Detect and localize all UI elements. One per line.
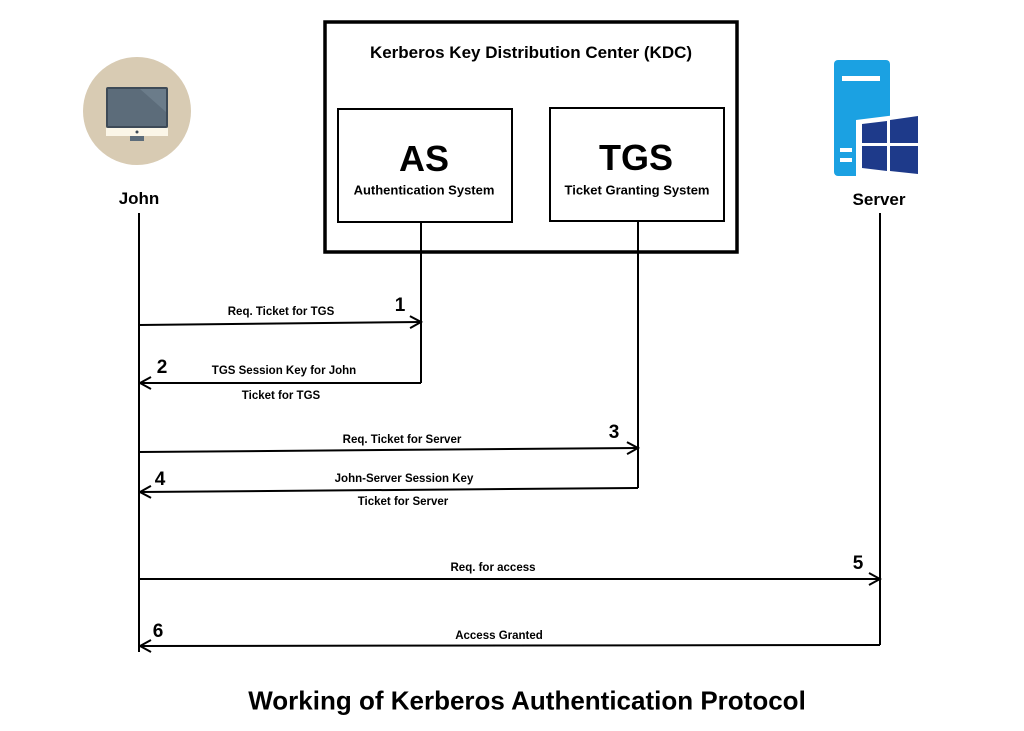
- client-label: John: [118, 189, 160, 208]
- kdc-title: Kerberos Key Distribution Center (KDC): [369, 43, 693, 62]
- step-2-label: TGS Session Key for John: [211, 365, 357, 377]
- step-6-label: Access Granted: [455, 630, 543, 642]
- as-abbr: AS: [398, 138, 450, 179]
- arrow-4: [140, 488, 639, 492]
- step-2-sublabel: Ticket for TGS: [241, 390, 321, 402]
- step-4-label: John-Server Session Key: [334, 473, 474, 485]
- arrow-6: [140, 645, 881, 646]
- step-4-sublabel: Ticket for Server: [357, 496, 449, 508]
- as-box: [337, 108, 513, 223]
- step-1-label: Req. Ticket for TGS: [227, 306, 335, 318]
- step-2-number: 2: [156, 357, 168, 378]
- step-6-number: 6: [152, 621, 164, 642]
- step-5-number: 5: [852, 553, 864, 574]
- tgs-abbr: TGS: [598, 137, 674, 178]
- windows-server-icon: [834, 60, 920, 177]
- step-3-label: Req. Ticket for Server: [342, 434, 462, 446]
- server-label: Server: [852, 190, 906, 209]
- desktop-computer-icon: [83, 57, 191, 165]
- diagram-caption: Working of Kerberos Authentication Proto…: [248, 685, 806, 716]
- arrow-3: [138, 448, 638, 452]
- step-4-number: 4: [154, 469, 166, 490]
- as-name: Authentication System: [353, 182, 495, 198]
- kdc-box: [323, 20, 739, 254]
- arrow-1: [138, 322, 421, 325]
- step-5-label: Req. for access: [450, 562, 536, 574]
- tgs-name: Ticket Granting System: [564, 182, 710, 198]
- step-1-number: 1: [394, 295, 406, 316]
- step-3-number: 3: [608, 422, 620, 443]
